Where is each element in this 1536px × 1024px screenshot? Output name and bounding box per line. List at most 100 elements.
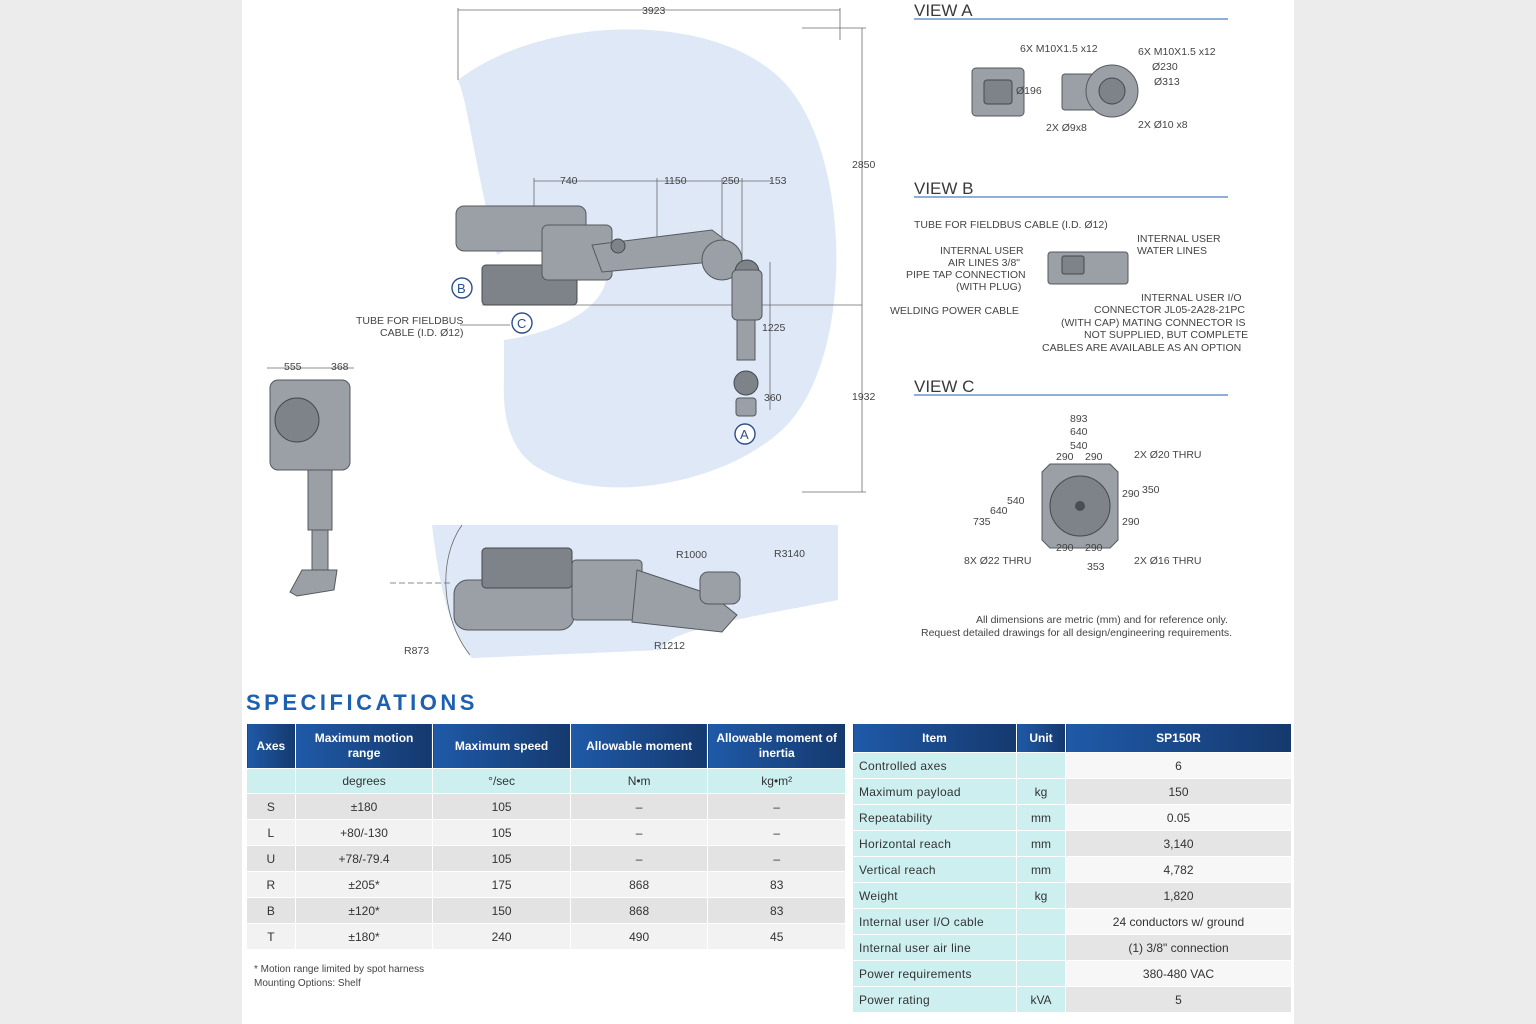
view-b-air-1: INTERNAL USER <box>940 245 1024 257</box>
view-c-d350: 350 <box>1142 484 1160 496</box>
item-unit: kVA <box>1016 986 1066 1013</box>
unit-cell <box>246 768 296 794</box>
table-cell: T <box>246 923 296 950</box>
item-value: 1,820 <box>1065 882 1292 909</box>
item-value: 24 conductors w/ ground <box>1065 908 1292 935</box>
table-cell: +80/-130 <box>294 819 434 846</box>
table-cell: 150 <box>432 897 571 924</box>
view-a-right-bottom: 2X Ø10 x8 <box>1138 119 1188 131</box>
axes-header-2: Maximum speed <box>432 723 571 769</box>
item-unit: mm <box>1016 856 1066 883</box>
axes-spec-table: Axes Maximum motion range Maximum speed … <box>246 723 846 950</box>
view-b-io-3: (WITH CAP) MATING CONNECTOR IS <box>1061 317 1246 329</box>
view-a-title: VIEW A <box>914 1 973 20</box>
table-cell: 175 <box>432 871 571 898</box>
table-cell: R <box>246 871 296 898</box>
view-a-left-top: 6X M10X1.5 x12 <box>1020 43 1098 55</box>
table-cell: – <box>569 819 709 846</box>
table-cell: U <box>246 845 296 872</box>
view-b-title: VIEW B <box>914 179 974 198</box>
view-c-d290-side-bottom: 290 <box>1122 516 1140 528</box>
view-b-tube: TUBE FOR FIELDBUS CABLE (I.D. Ø12) <box>914 219 1108 231</box>
item-value: 6 <box>1065 752 1292 779</box>
dim-250: 250 <box>722 175 740 187</box>
item-value: 3,140 <box>1065 830 1292 857</box>
motion-range-footnote: * Motion range limited by spot harness <box>254 964 425 975</box>
view-c-d735: 735 <box>973 516 991 528</box>
view-b-air-2: AIR LINES 3/8" <box>948 257 1020 269</box>
item-value: 0.05 <box>1065 804 1292 831</box>
item-unit <box>1016 960 1066 987</box>
item-unit <box>1016 908 1066 935</box>
item-value: 4,782 <box>1065 856 1292 883</box>
robot-front-view <box>269 379 351 597</box>
dim-360: 360 <box>764 392 782 404</box>
dim-555: 555 <box>284 361 302 373</box>
callout-b-label: B <box>457 281 466 296</box>
view-a-left-bottom: 2X Ø9x8 <box>1046 122 1087 134</box>
view-b-water-2: WATER LINES <box>1137 245 1207 257</box>
table-cell: 105 <box>432 819 571 846</box>
tube-label-2: CABLE (I.D. Ø12) <box>380 327 463 339</box>
unit-cell: N•m <box>569 768 709 794</box>
view-c-d290-side-top: 290 <box>1122 488 1140 500</box>
view-c-title: VIEW C <box>914 377 974 396</box>
dim-r1000: R1000 <box>676 549 707 561</box>
table-cell: 868 <box>569 897 709 924</box>
view-b-body <box>1047 251 1129 285</box>
dimension-note-1: All dimensions are metric (mm) and for r… <box>976 614 1228 626</box>
view-b-air-4: (WITH PLUG) <box>956 281 1021 293</box>
table-cell: – <box>707 819 846 846</box>
spec-footnotes: * Motion range limited by spot harness M… <box>254 963 424 991</box>
spec-sheet: 3923 2850 1932 740 1150 250 153 1225 360 <box>242 0 1294 1024</box>
view-b-io-1: INTERNAL USER I/O <box>1141 292 1242 304</box>
view-b-air-3: PIPE TAP CONNECTION <box>906 269 1026 281</box>
view-b-io-4: NOT SUPPLIED, BUT COMPLETE <box>1084 329 1248 341</box>
items-header-model: SP150R <box>1065 723 1292 753</box>
item-value: (1) 3/8" connection <box>1065 934 1292 961</box>
table-cell: ±180* <box>294 923 434 950</box>
axes-header-0: Axes <box>246 723 296 769</box>
table-cell: ±180 <box>294 793 434 820</box>
view-c-hole22: 8X Ø22 THRU <box>964 555 1032 567</box>
callout-c-label: C <box>517 316 526 331</box>
view-c-hole16: 2X Ø16 THRU <box>1134 555 1202 567</box>
items-header-unit: Unit <box>1016 723 1066 753</box>
table-cell: 105 <box>432 845 571 872</box>
view-b-io-2: CONNECTOR JL05-2A28-21PC <box>1094 304 1245 316</box>
item-value: 380-480 VAC <box>1065 960 1292 987</box>
dim-r1212: R1212 <box>654 640 685 652</box>
table-cell: – <box>569 793 709 820</box>
table-cell: 45 <box>707 923 846 950</box>
unit-cell: degrees <box>294 768 434 794</box>
mounting-options: Mounting Options: Shelf <box>254 978 361 989</box>
table-cell: ±120* <box>294 897 434 924</box>
item-name: Horizontal reach <box>852 830 1017 857</box>
callout-b <box>451 277 473 299</box>
callout-a-label: A <box>740 427 749 442</box>
view-c-d640-side: 640 <box>990 505 1008 517</box>
item-name: Weight <box>852 882 1017 909</box>
axes-units-row: degrees °/sec N•m kg•m² <box>246 768 846 794</box>
view-c-d290-right: 290 <box>1085 451 1103 463</box>
dim-r873: R873 <box>404 645 429 657</box>
items-header-item: Item <box>852 723 1017 753</box>
item-name: Internal user I/O cable <box>852 908 1017 935</box>
view-c-d640: 640 <box>1070 426 1088 438</box>
view-c-d540-side: 540 <box>1007 495 1025 507</box>
dimension-note-2: Request detailed drawings for all design… <box>921 627 1232 639</box>
item-name: Vertical reach <box>852 856 1017 883</box>
table-row: Internal user I/O cable 24 conductors w/ … <box>852 908 1292 935</box>
item-unit: kg <box>1016 778 1066 805</box>
dim-overall-width: 3923 <box>642 5 666 17</box>
item-unit <box>1016 934 1066 961</box>
view-c-d540: 540 <box>1070 440 1088 452</box>
table-cell: B <box>246 897 296 924</box>
view-a-d230: Ø230 <box>1152 61 1178 73</box>
